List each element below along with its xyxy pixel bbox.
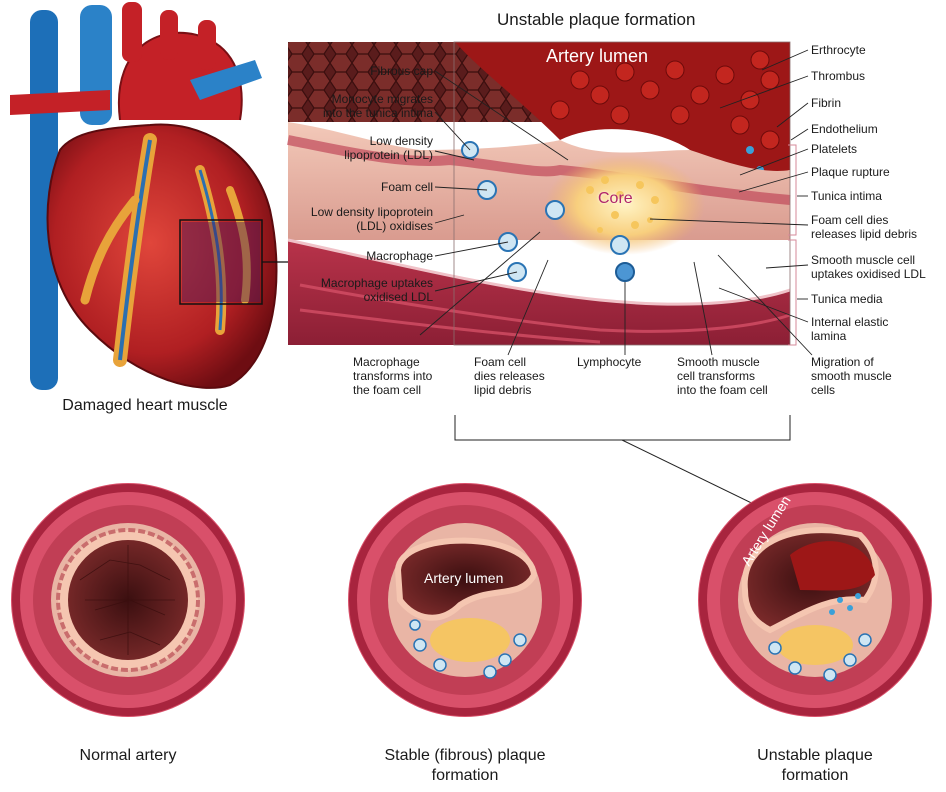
damaged-region	[182, 222, 260, 302]
label-foam-cell: Foam cell	[381, 180, 433, 194]
label-smc-uptakes: Smooth muscle cell uptakes oxidised LDL	[811, 253, 926, 281]
label-thrombus: Thrombus	[811, 69, 865, 83]
caption-normal-artery: Normal artery	[28, 746, 228, 766]
label-plaque-rupture: Plaque rupture	[811, 165, 890, 179]
caption-stable-plaque: Stable (fibrous) plaque formation	[345, 746, 585, 786]
heart-illustration	[10, 2, 288, 390]
artery-lumen-label: Artery lumen	[546, 46, 648, 67]
label-foam-cell-dies: Foam cell dies releases lipid debris	[811, 213, 917, 241]
label-ldl-oxidises: Low density lipoprotein (LDL) oxidises	[311, 205, 433, 233]
label-endothelium: Endothelium	[811, 122, 878, 136]
label-tunica-media: Tunica media	[811, 292, 883, 306]
caption-unstable-plaque: Unstable plaque formation	[705, 746, 925, 786]
cross-section-normal	[11, 483, 245, 717]
label-internal-elastic-lamina: Internal elastic lamina	[811, 315, 888, 343]
label-macrophage: Macrophage	[366, 249, 433, 263]
label-fibrous-cap: Fibrous cap	[370, 64, 433, 78]
label-tunica-intima: Tunica intima	[811, 189, 882, 203]
cross-section-unstable	[698, 483, 932, 717]
label-erythrocyte: Erthrocyte	[811, 43, 866, 57]
core-label: Core	[598, 190, 633, 208]
label-macrophage-uptakes: Macrophage uptakes oxidised LDL	[321, 276, 433, 304]
label-monocyte-migrates: Monocyte migrates into the tunica intima	[323, 92, 433, 120]
cross-section-stable	[348, 483, 582, 717]
label-smc-transforms: Smooth muscle cell transforms into the f…	[677, 355, 768, 397]
label-platelets: Platelets	[811, 142, 857, 156]
label-fibrin: Fibrin	[811, 96, 841, 110]
diagram-title: Unstable plaque formation	[497, 10, 695, 30]
label-foam-cell-dies-bottom: Foam cell dies releases lipid debris	[474, 355, 545, 397]
heart-caption: Damaged heart muscle	[30, 396, 260, 416]
label-ldl: Low density lipoprotein (LDL)	[344, 134, 433, 162]
label-lymphocyte: Lymphocyte	[577, 355, 641, 369]
label-macrophage-transforms: Macrophage transforms into the foam cell	[353, 355, 432, 397]
stable-lumen-label: Artery lumen	[424, 570, 503, 586]
label-smc-migration: Migration of smooth muscle cells	[811, 355, 892, 397]
